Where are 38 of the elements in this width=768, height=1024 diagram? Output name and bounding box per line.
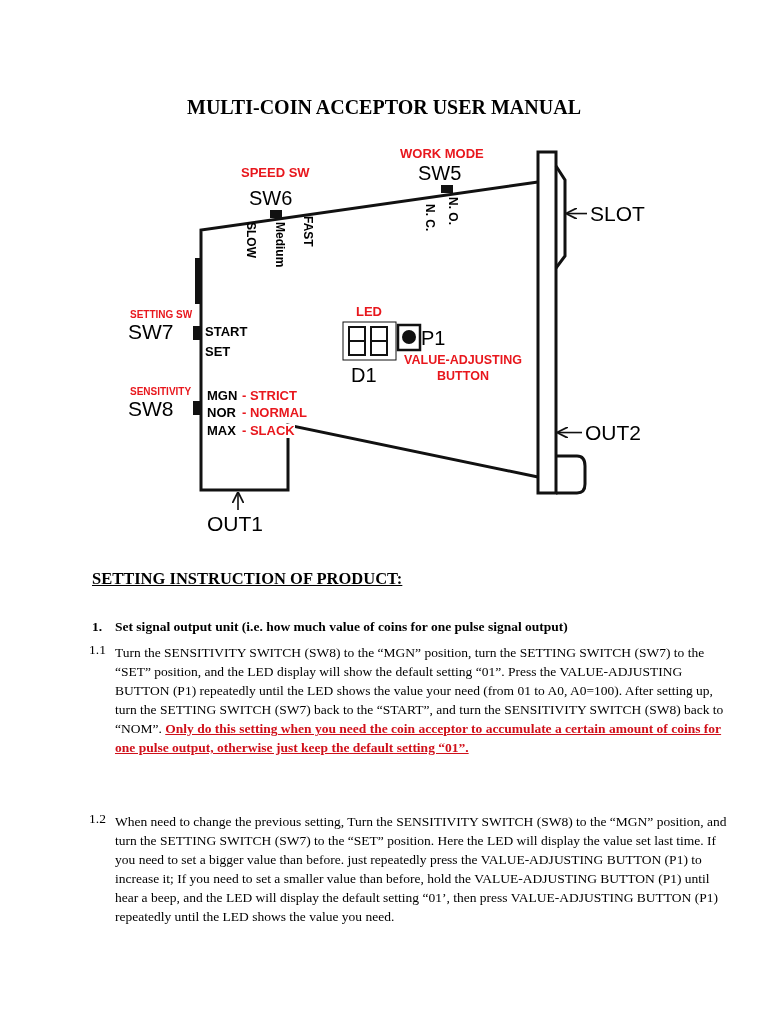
arrow	[565, 207, 588, 221]
section-heading: SETTING INSTRUCTION OF PRODUCT:	[92, 570, 403, 589]
position-label: SET	[205, 345, 231, 360]
position-label: MAX	[207, 424, 236, 439]
switch-name: SPEED SW	[241, 166, 310, 181]
position-meaning: - SLACK	[242, 424, 295, 439]
position-label: N. O.	[446, 197, 460, 225]
arrow	[556, 426, 583, 440]
coin-acceptor-drawing	[193, 150, 587, 495]
position-meaning: - NORMAL	[242, 406, 307, 421]
position-label: SLOW	[244, 222, 258, 258]
switch-label: SW5	[418, 162, 462, 184]
list-number: 1.2	[89, 812, 106, 827]
component-label: P1	[421, 327, 446, 349]
paragraph: Turn the SENSITIVITY SWITCH (SW8) to the “MGN” position, turn the SETTING SWITCH (SW7) to the “SET” position, and the LED display will show the default setting “01”. Press the VALUE-ADJUSTING BUTTON (P1) repeatedly until the LED shows the value your need (from 01 to A0, A0=100). After setting up, turn the SETTING SWITCH (SW7) back to the “START”, and turn the SENSITIVITY SWITCH (SW8) back to “NOM”. Only do this setting when you need the coin acceptor to accumulate a certain amount of coins for one pulse output, otherwise just keep the default setting “01”.	[115, 644, 725, 757]
component-name: LED	[356, 305, 382, 320]
port-label: OUT1	[207, 512, 263, 536]
position-label: FAST	[301, 216, 315, 247]
arrow	[231, 491, 245, 511]
position-meaning: - STRICT	[242, 389, 297, 404]
component-label: D1	[351, 364, 377, 386]
position-label: START	[205, 325, 248, 340]
position-label: MGN	[207, 389, 238, 404]
mode-label: WORK MODE	[400, 147, 484, 162]
switch-label: SW7	[128, 320, 174, 344]
port-label: OUT2	[585, 421, 641, 445]
list-number: 1.1	[89, 643, 106, 658]
paragraph: When need to change the previous setting, Turn the SENSITIVITY SWITCH (SW8) to the “MGN” position, and turn the SETTING SWITCH (SW7) to the “SET” position. Here the LED will display the value set last time. If you need to set a bigger value than before. just repeatedly press the VALUE-ADJUSTING BUTTON (P1) to increase it; If you need to set a smaller value than before, hold the VALUE-ADJUSTING BUTTON (P1) until hear a beep, and the LED will display the default setting “01’, then press VALUE-ADJUSTING BUTTON (P1) repeatedly until the LED shows the value you need.	[115, 813, 728, 926]
title: MULTI-COIN ACCEPTOR USER MANUAL	[186, 96, 582, 118]
switch-label: SW6	[249, 187, 293, 209]
position-label: Medium	[273, 222, 287, 268]
step-heading: Set signal output unit (i.e. how much value of coins for one pulse signal output)	[115, 620, 568, 635]
list-number: 1.	[92, 620, 103, 635]
component-name: VALUE-ADJUSTING BUTTON	[403, 352, 523, 385]
switch-label: SW8	[128, 397, 174, 421]
position-label: NOR	[207, 406, 236, 421]
port-label: SLOT	[590, 202, 645, 226]
position-label: N. C.	[423, 204, 437, 232]
